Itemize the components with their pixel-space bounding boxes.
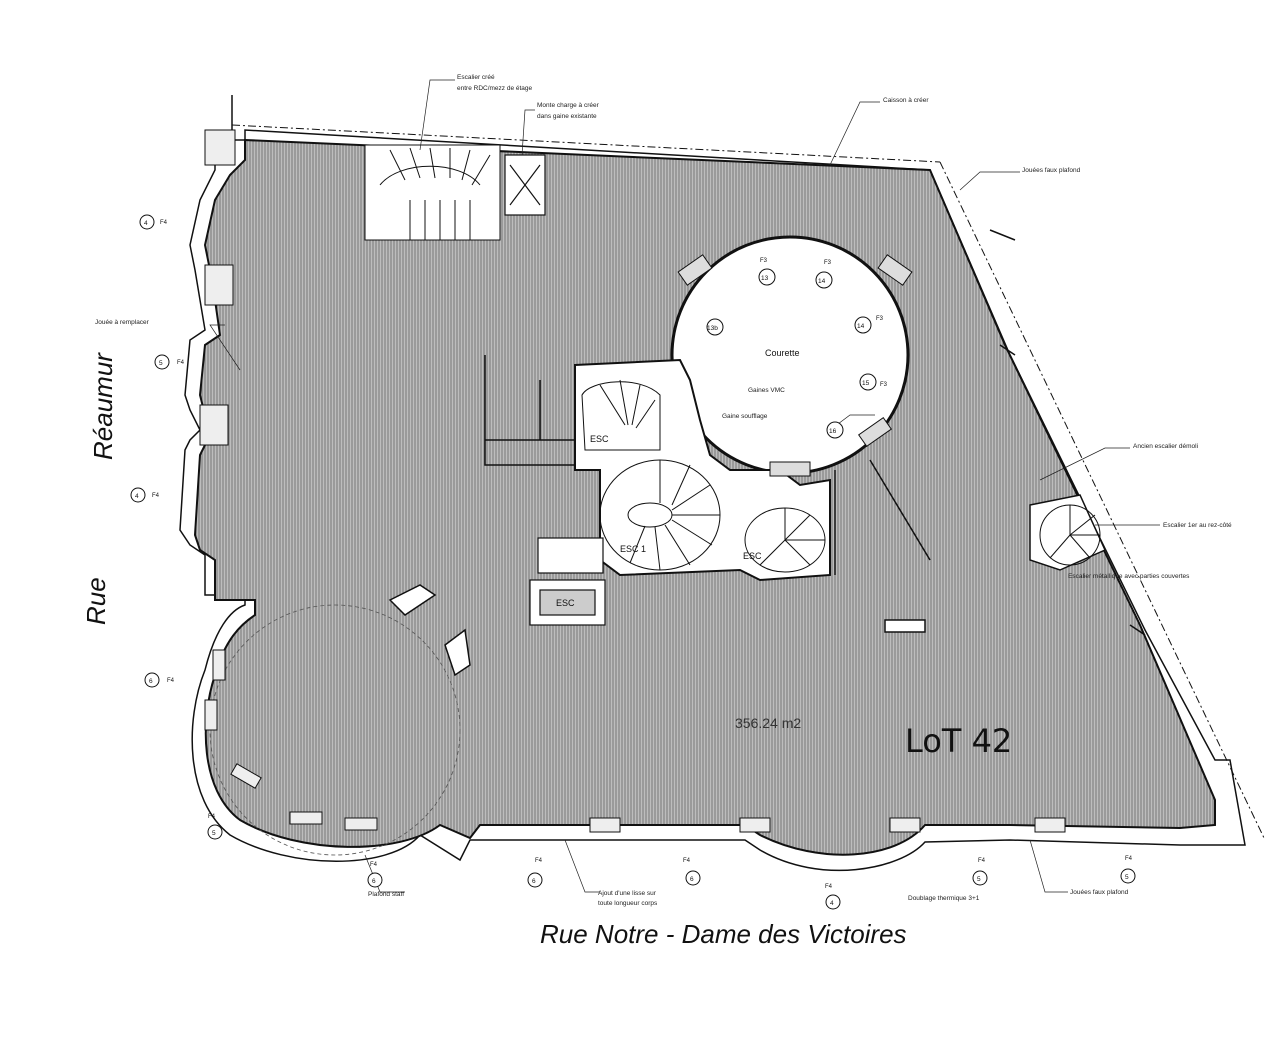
svg-text:5: 5	[212, 830, 216, 837]
window-mark: 5 F4	[972, 858, 988, 886]
outer-wall	[179, 95, 1246, 872]
label-area: 356.24 m2	[735, 715, 801, 731]
window-mark: 4 F4	[139, 214, 168, 230]
svg-text:16: 16	[829, 428, 837, 435]
note-ancien-escalier: Ancien escalier démoli	[1133, 443, 1198, 450]
svg-text:F4: F4	[177, 360, 185, 366]
svg-text:F4: F4	[978, 858, 986, 864]
leader-lines	[209, 79, 1160, 893]
note-joues-remplacem: Jouée à remplacer	[95, 319, 150, 326]
label-esc2: ESC	[590, 434, 609, 444]
svg-text:4: 4	[144, 220, 148, 227]
svg-text:F4: F4	[370, 862, 378, 868]
svg-text:4: 4	[830, 900, 834, 907]
courette-windows	[677, 254, 913, 477]
courette-mark: 14 F3	[854, 316, 884, 334]
label-courette: Courette	[765, 348, 800, 358]
svg-text:14: 14	[818, 278, 826, 285]
note-escalier-metallique: Escalier métallique avec parties couvert…	[1068, 573, 1190, 580]
staircase-esc3	[744, 507, 826, 573]
svg-text:15: 15	[862, 380, 870, 387]
note-jouees-faux-plafond-2: Jouées faux plafond	[1070, 889, 1129, 896]
note-monte-charge-2: dans gaine existante	[537, 113, 597, 120]
svg-text:5: 5	[1125, 874, 1129, 881]
window-mark: 6 F4	[527, 858, 543, 888]
svg-text:13b: 13b	[707, 325, 718, 332]
courette-mark: 15 F3	[859, 373, 888, 391]
svg-text:F4: F4	[208, 814, 216, 820]
note-monte-charge: Monte charge à créer	[537, 102, 600, 109]
lift-shaft	[504, 154, 546, 216]
note-gaines-vmc: Gaines VMC	[748, 387, 785, 394]
svg-text:F4: F4	[152, 493, 160, 499]
svg-text:F3: F3	[880, 382, 888, 388]
svg-text:F4: F4	[160, 220, 168, 226]
svg-text:5: 5	[977, 876, 981, 883]
note-escalier-cote: Escalier 1er au rez-côté	[1163, 522, 1232, 529]
window-mark: 6 F4	[144, 672, 175, 688]
svg-text:5: 5	[159, 360, 163, 367]
svg-text:6: 6	[372, 878, 376, 885]
ext-staircase	[1039, 504, 1101, 566]
street-reaumur: Réaumur	[88, 352, 118, 460]
staircase-esc2	[581, 379, 661, 451]
label-esc3: ESC	[743, 551, 762, 561]
svg-text:F3: F3	[760, 258, 768, 264]
svg-text:13: 13	[761, 275, 769, 282]
note-escalier-cree: Escalier créé	[457, 74, 495, 81]
window-mark: 4 F4	[825, 884, 841, 910]
staircase-esc1	[599, 459, 721, 571]
note-caisson: Caisson à créer	[883, 97, 929, 104]
street-notre-dame: Rue Notre - Dame des Victoires	[540, 919, 907, 949]
label-esc-small: ESC	[556, 598, 575, 608]
label-lot: LoT 42	[905, 722, 1012, 760]
note-jouees-faux-plafond: Jouées faux plafond	[1022, 167, 1081, 174]
annotations: Escalier créé entre RDC/mezz de étage Mo…	[95, 74, 1232, 907]
svg-text:F4: F4	[825, 884, 833, 890]
window-mark: 5 F4	[1120, 856, 1136, 884]
small-lift-boxes	[529, 537, 606, 626]
svg-text:6: 6	[532, 878, 536, 885]
note-gaine-soufflage: Gaine soufflage	[722, 413, 768, 420]
svg-text:F4: F4	[683, 858, 691, 864]
svg-text:F3: F3	[824, 260, 832, 266]
svg-text:F4: F4	[167, 678, 175, 684]
note-plafond-staff: Plafond staff	[368, 891, 404, 898]
window-bays	[199, 129, 1066, 833]
note-ajout-lisse-2: toute longueur corps	[598, 900, 658, 907]
property-line-top	[231, 124, 941, 163]
svg-text:F3: F3	[876, 316, 884, 322]
svg-text:14: 14	[857, 323, 865, 330]
window-mark: 6 F4	[683, 858, 701, 886]
window-mark: 6 F4	[367, 862, 383, 888]
courette-mark: 13b	[706, 318, 724, 336]
note-ajout-lisse: Ajout d'une lisse sur	[598, 890, 657, 897]
property-line-right	[939, 161, 1266, 841]
window-mark: 5 F4	[207, 814, 223, 840]
svg-text:6: 6	[149, 678, 153, 685]
window-mark: 4 F4	[130, 487, 160, 503]
svg-text:F4: F4	[535, 858, 543, 864]
label-esc1: ESC 1	[620, 544, 646, 554]
courette-mark: 13 F3	[758, 258, 776, 286]
courette-mark: 16	[826, 421, 844, 439]
courette-mark: 14 F3	[815, 260, 833, 289]
svg-text:6: 6	[690, 876, 694, 883]
top-staircase	[364, 144, 501, 241]
svg-text:4: 4	[135, 493, 139, 500]
note-escalier-cree-2: entre RDC/mezz de étage	[457, 85, 533, 92]
window-mark: 5 F4	[154, 354, 185, 370]
svg-text:F4: F4	[1125, 856, 1133, 862]
street-rue: Rue	[81, 577, 111, 625]
note-doublage: Doublage thermique 3+1	[908, 895, 980, 902]
